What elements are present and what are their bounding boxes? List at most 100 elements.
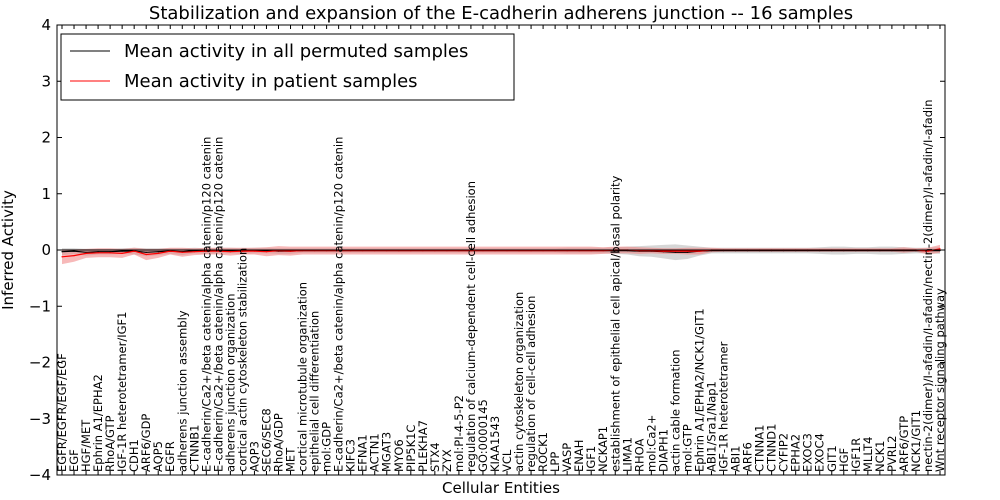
patient-point-10 [181,251,183,253]
x-tick-label: RHOA [632,439,646,472]
permuted-point-7 [145,251,147,253]
x-tick-label: ROCK1 [536,432,550,472]
x-tick-label: ARF6/GTP [897,416,911,472]
x-tick-label: cortical microtubule organization [296,282,310,472]
x-tick-label: MGAT3 [380,432,394,472]
x-tick-label: GO:0000145 [476,399,490,472]
x-tick-label: LPP [548,452,562,472]
permuted-point-0 [61,251,63,253]
x-tick-label: CYFIP2 [777,433,791,472]
x-tick-label: ABI1 [729,446,743,472]
x-tick-label: EXOC4 [813,433,827,472]
patient-point-16 [253,250,255,252]
x-tick-label: Ephrin A1/EPHA2/NCK1/GIT1 [693,308,707,472]
patient-point-15 [241,250,243,252]
x-tick-label: mol:GTP [680,424,694,472]
legend-box [60,33,515,101]
x-tick-label: ACTN1 [368,433,382,472]
x-tick-label: ABI1/Sra1/Nap1 [705,381,719,472]
y-tick-label: −1 [29,297,51,315]
y-tick-label: −4 [29,466,51,484]
x-tick-label: HGF [837,448,851,472]
x-tick-label: LIMA1 [620,437,634,472]
x-tick-label: establishment of epithelial cell apical/… [608,176,622,472]
x-tick-label: PVRL2 [885,435,899,472]
x-tick-label: ENAH [572,440,586,472]
x-tick-label: EPHA2 [789,434,803,472]
patient-point-50 [662,250,665,252]
patient-point-72 [927,250,929,252]
permuted-point-3 [97,251,99,253]
permuted-point-1 [73,250,75,252]
permuted-point-51 [674,251,677,253]
x-tick-label: AQP3 [247,441,261,472]
permuted-point-5 [121,250,123,252]
x-tick-label: mol:PI-4-5-P2 [452,395,466,472]
x-tick-label: E-cadherin/Ca2+/beta catenin/alpha caten… [332,137,346,472]
x-tick-label: MET [284,447,298,472]
x-tick-label: ARF6 [741,442,755,472]
x-tick-label: CTNNB1 [187,425,201,472]
patient-point-5 [121,252,123,254]
x-tick-label: EGFR [163,441,177,472]
permuted-point-52 [686,251,689,253]
x-tick-label: MLLT4 [861,437,875,473]
patient-point-17 [265,251,268,253]
x-tick-label: E-cadherin/Ca2+/beta catenin/alpha caten… [211,137,225,472]
y-tick-label: 0 [41,241,51,259]
y-tick-label: 2 [41,129,51,147]
y-tick-label: 3 [41,72,51,90]
x-tick-label: EGF [67,449,81,472]
x-tick-label: Wnt receptor signaling pathway [933,288,947,472]
permuted-point-4 [109,251,111,253]
x-tick-label: SEC6/SEC8 [260,408,274,472]
x-tick-label: IGF1 [584,446,598,472]
permuted-point-8 [157,251,159,253]
x-tick-label: E-cadherin/Ca2+/beta catenin/alpha caten… [199,137,213,472]
x-tick-label: CDH1 [127,439,141,472]
y-axis-label: Inferred Activity [0,190,17,310]
patient-point-19 [289,250,292,252]
x-tick-label: IGF-1R heterotetramer [717,341,731,472]
patient-point-0 [61,256,63,258]
x-tick-label: adherens junction organization [223,294,237,472]
patient-point-9 [169,250,171,252]
x-tick-label: HGF/MET [79,419,93,472]
y-tick-label: −2 [29,354,51,372]
x-tick-label: adherens junction assembly [175,310,189,472]
patient-point-7 [145,253,147,256]
x-tick-label: DIAPH1 [656,429,670,472]
x-tick-label: PLEKHA7 [416,420,430,472]
x-tick-label: regulation of cell-cell adhesion [524,296,538,472]
y-tick-label: 1 [41,185,51,203]
patient-point-14 [229,251,231,253]
confidence-bands [62,244,940,265]
legend-label-permuted: Mean activity in all permuted samples [124,41,468,62]
x-tick-label: VCL [500,449,514,472]
patient-point-2 [85,252,87,254]
x-tick-label: RhoA/GDP [272,413,286,472]
chart-title: Stabilization and expansion of the E-cad… [149,3,853,24]
patient-point-53 [698,250,701,252]
x-tick-label: GIT1 [825,445,839,472]
x-tick-label: Ephrin A1/EPHA2 [91,374,105,472]
plot-frame [56,24,946,476]
x-tick-label: AQP5 [151,441,165,472]
patient-point-8 [157,252,159,254]
patient-point-73 [939,248,941,250]
x-tick-label: EGFR/EGFR/EGF/EGF [55,353,69,472]
x-tick-label: NCKAP1 [596,426,610,472]
x-tick-label: actin cable formation [668,349,682,472]
x-tick-label: ARF6/GDP [139,414,153,472]
patient-point-1 [73,255,75,257]
patient-point-4 [109,252,111,254]
x-tick-label: nectin-2(dimer)/I-afadin/I-afadin/nectin… [921,100,935,472]
legend-label-patient: Mean activity in patient samples [124,71,418,92]
x-tick-label: STX4 [428,442,442,472]
x-tick-label: RhoA/GTP [103,415,117,472]
y-tick-label: 4 [41,16,51,34]
patient-point-51 [674,250,677,252]
x-tick-label: NCK1 [873,441,887,473]
